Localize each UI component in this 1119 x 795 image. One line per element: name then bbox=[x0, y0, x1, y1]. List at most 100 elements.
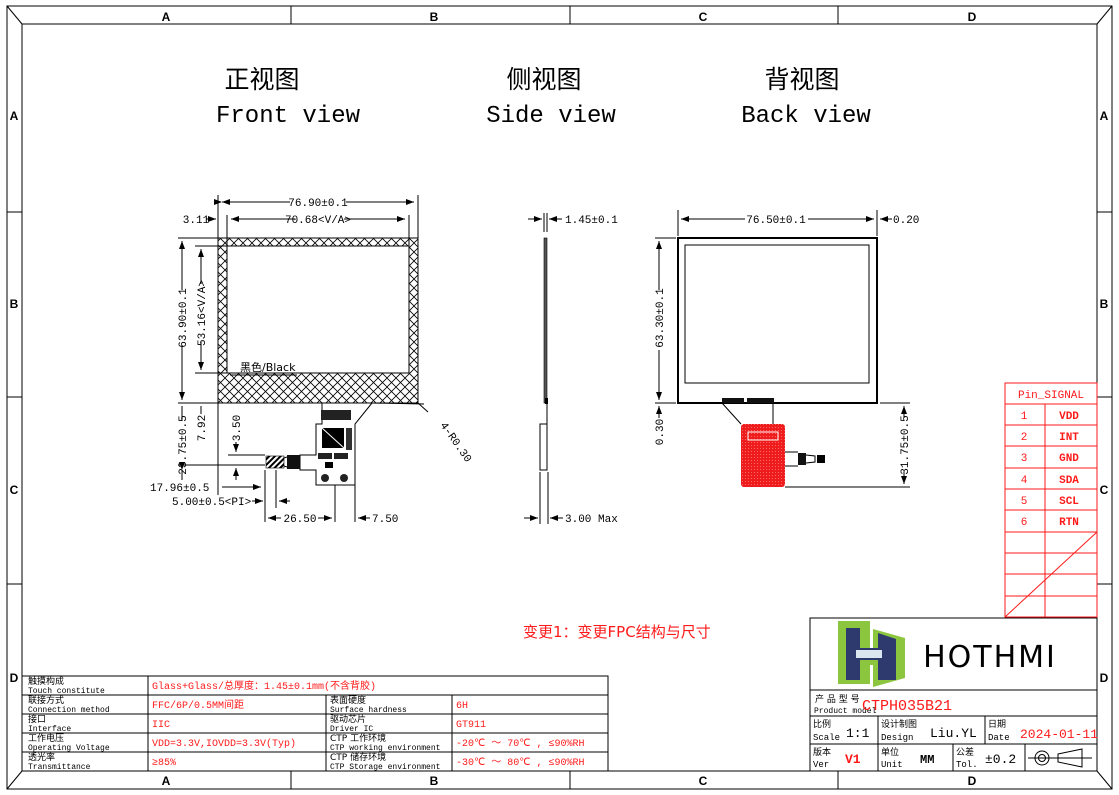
dim-350: 3.50 bbox=[232, 415, 244, 441]
dim-side-max: 3.00 Max bbox=[565, 514, 618, 526]
dim-overall-height: 63.90±0.1 bbox=[178, 288, 190, 348]
designer-name: Liu.YL bbox=[930, 726, 977, 741]
spec-label2-en: Driver IC bbox=[330, 725, 373, 734]
date-value: 2024-01-11 bbox=[1020, 727, 1098, 742]
zone-left-c: C bbox=[10, 483, 19, 497]
pin-table-header: Pin_SIGNAL bbox=[1018, 390, 1084, 402]
ver-label-en: Ver bbox=[813, 760, 829, 770]
pin-number: 4 bbox=[1021, 475, 1028, 487]
product-model: CTPH035B21 bbox=[862, 698, 952, 715]
tolerance-value: ±0.2 bbox=[985, 752, 1016, 767]
brand-name: HOTHMI bbox=[923, 640, 1057, 675]
front-view-title-cn: 正视图 bbox=[224, 65, 299, 94]
spec-label2-en: Surface hardness bbox=[330, 706, 407, 715]
tol-label-cn: 公差 bbox=[956, 746, 974, 758]
side-view-title-cn: 侧视图 bbox=[506, 65, 581, 94]
unit-label-cn: 单位 bbox=[881, 746, 899, 758]
front-view: 76.90±0.1 70.68<V/A> 3.11 63.90±0.1 53.1… bbox=[150, 195, 473, 526]
spec-value: Glass+Glass/总厚度：1.45±0.1mm(不含背胶) bbox=[152, 679, 376, 693]
zone-bottom-b: B bbox=[430, 774, 439, 788]
dim-va-width: 70.68<V/A> bbox=[285, 215, 351, 227]
spec-label-cn: 联接方式 bbox=[28, 694, 64, 706]
dim-back-fpc-length: 31.75±0.5 bbox=[900, 415, 912, 474]
zone-labels: A B C D A B C D A B C D A B C D bbox=[10, 10, 1109, 788]
dim-fpc-length: 23.75±0.5 bbox=[178, 415, 190, 474]
spec-label-en: Interface bbox=[28, 725, 71, 734]
spec-label-cn: 工作电压 bbox=[28, 732, 64, 744]
design-label-en: Design bbox=[881, 733, 913, 743]
spec-label2-cn: 驱动芯片 bbox=[330, 713, 366, 725]
dim-overall-width: 76.90±0.1 bbox=[288, 198, 348, 210]
pin-signal: INT bbox=[1059, 432, 1079, 444]
zone-right-b: B bbox=[1100, 297, 1109, 311]
back-view-title-cn: 背视图 bbox=[764, 65, 839, 94]
pin-signal: RTN bbox=[1059, 517, 1079, 529]
spec-label2-cn: 表面硬度 bbox=[330, 694, 366, 706]
spec-value2: 6H bbox=[456, 701, 468, 712]
product-label-en: Product model bbox=[814, 707, 877, 716]
zone-top-a: A bbox=[162, 10, 171, 24]
date-label-cn: 日期 bbox=[988, 719, 1006, 730]
spec-label-cn: 透光率 bbox=[28, 751, 55, 763]
date-label-en: Date bbox=[988, 733, 1010, 743]
pin-number: 3 bbox=[1021, 453, 1028, 465]
back-view: 76.50±0.1 0.20 63.30±0.1 0.30 31.75±0.5 bbox=[655, 210, 919, 488]
zone-right-d: D bbox=[1100, 671, 1109, 685]
side-view: 1.45±0.1 3.00 Max bbox=[524, 213, 618, 526]
design-label-cn: 设计制图 bbox=[881, 718, 917, 730]
pin-number: 5 bbox=[1021, 496, 1028, 508]
spec-value2: -30℃ ～ 80℃ , ≤90%RH bbox=[456, 758, 584, 769]
spec-label2-en: CTP Storage environment bbox=[330, 763, 440, 772]
dim-pin-length: 5.00±0.5<PI> bbox=[172, 497, 251, 509]
unit-value: MM bbox=[920, 753, 934, 767]
zone-bottom-a: A bbox=[162, 774, 171, 788]
zone-top-b: B bbox=[430, 10, 439, 24]
back-view-title-en: Back view bbox=[741, 103, 871, 130]
zone-left-a: A bbox=[10, 109, 19, 123]
pin-number: 6 bbox=[1021, 517, 1028, 529]
dim-fpc-7: 7.50 bbox=[372, 514, 398, 526]
dim-fpc-offset: 17.96±0.5 bbox=[150, 483, 209, 495]
dim-792: 7.92 bbox=[197, 415, 209, 441]
pin-signal: GND bbox=[1059, 453, 1079, 465]
spec-label2-cn: CTP 工作环境 bbox=[330, 732, 386, 744]
dim-corner-radius: 4-R0.30 bbox=[437, 420, 473, 465]
dim-back-height: 63.30±0.1 bbox=[655, 288, 667, 348]
change-note: 变更1：变更FPC结构与尺寸 bbox=[523, 623, 711, 641]
dim-back-width: 76.50±0.1 bbox=[746, 215, 806, 227]
black-label: 黑色/Black bbox=[240, 360, 296, 374]
dim-left-margin: 3.11 bbox=[183, 215, 210, 227]
product-label-cn: 产 品 型 号 bbox=[815, 693, 860, 705]
dim-back-gap: 0.30 bbox=[655, 419, 667, 445]
scale-value: 1:1 bbox=[846, 726, 870, 741]
dim-side-thickness: 1.45±0.1 bbox=[565, 215, 618, 227]
ver-label-cn: 版本 bbox=[813, 746, 831, 758]
unit-label-en: Unit bbox=[881, 760, 903, 770]
zone-bottom-c: C bbox=[699, 774, 708, 788]
version-value: V1 bbox=[845, 752, 861, 767]
dim-fpc-26: 26.50 bbox=[283, 514, 316, 526]
zone-right-c: C bbox=[1100, 483, 1109, 497]
spec-value: IIC bbox=[152, 720, 170, 731]
spec-label-en: Touch constitute bbox=[28, 687, 105, 696]
zone-top-c: C bbox=[699, 10, 708, 24]
tol-label-en: Tol. bbox=[956, 760, 978, 770]
hothmi-logo: HOTHMI bbox=[838, 621, 1057, 687]
zone-left-d: D bbox=[10, 671, 19, 685]
pin-table: Pin_SIGNAL 1 VDD 2 INT 3 GND 4 SDA 5 SCL… bbox=[1004, 382, 1098, 618]
projection-symbol-icon bbox=[1028, 748, 1092, 768]
zone-left-b: B bbox=[10, 297, 19, 311]
pin-signal: SDA bbox=[1059, 475, 1079, 487]
pin-number: 2 bbox=[1021, 432, 1028, 444]
view-titles: 正视图 Front view 侧视图 Side view 背视图 Back vi… bbox=[216, 65, 871, 130]
side-view-title-en: Side view bbox=[486, 103, 616, 130]
pin-signal: SCL bbox=[1059, 496, 1079, 508]
zone-right-a: A bbox=[1100, 109, 1109, 123]
zone-bottom-d: D bbox=[968, 774, 977, 788]
scale-label-en: Scale bbox=[813, 733, 840, 743]
scale-label-cn: 比例 bbox=[813, 718, 831, 730]
spec-label-en: Operating Voltage bbox=[28, 744, 110, 753]
dim-va-height: 53.16<V/A> bbox=[197, 280, 209, 346]
zone-top-d: D bbox=[968, 10, 977, 24]
